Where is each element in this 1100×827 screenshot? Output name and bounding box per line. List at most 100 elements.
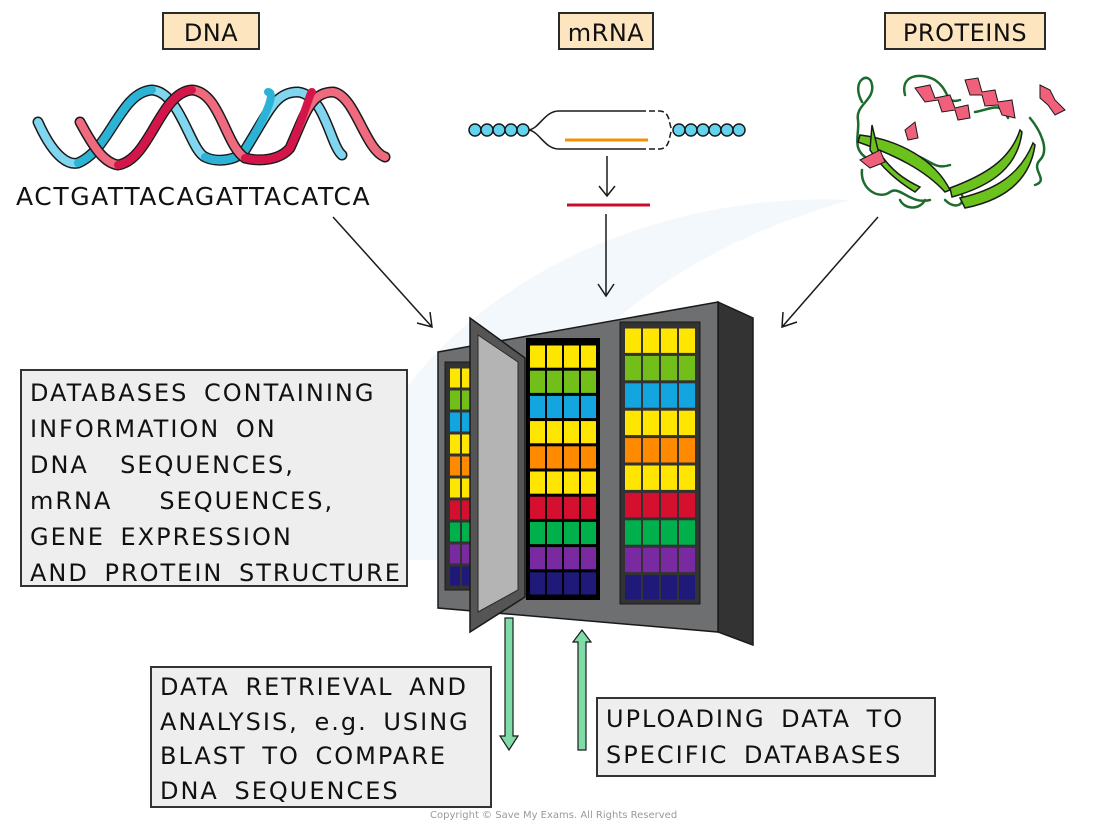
retrieval-note: DATA RETRIEVAL AND ANALYSIS, e.g. USING … [150, 666, 492, 808]
rack-cell [661, 410, 677, 436]
rack-cell [564, 521, 579, 545]
rack-cell [581, 421, 596, 444]
rack-cell [462, 478, 472, 498]
rack-cell [530, 572, 545, 595]
upload-arrow [571, 629, 593, 751]
rack-cell [547, 521, 562, 545]
dna-label: DNA [162, 12, 260, 50]
dna-arrow [332, 216, 433, 328]
rack-cell [625, 547, 641, 573]
dna-sequence: ACTGATTACAGATTACATCA [16, 182, 372, 211]
rack-cell [450, 566, 460, 586]
rack-cell [547, 345, 562, 368]
rack-cell [625, 520, 641, 545]
rack-cell [547, 547, 562, 570]
rack-cell [679, 438, 695, 463]
rack-cell [643, 383, 659, 408]
rack-cell [625, 492, 641, 518]
rack-cell [547, 395, 562, 419]
rack-cell [450, 500, 460, 520]
rack-cell [450, 434, 460, 454]
rack-cell [530, 395, 545, 419]
rack-cell [661, 492, 677, 518]
rack-cell [564, 345, 579, 368]
rack-cell [625, 575, 641, 600]
rack-cell [547, 471, 562, 494]
rack-cell [661, 355, 677, 381]
rack-cell [679, 328, 695, 353]
rack-cell [625, 438, 641, 463]
rack-cell [547, 370, 562, 393]
rack-cell [581, 496, 596, 519]
rack-cell [679, 520, 695, 545]
rack-cell [679, 547, 695, 573]
rack-cell [462, 390, 472, 410]
rack-cell [547, 572, 562, 595]
rack-cell [581, 521, 596, 545]
rack-cell [547, 446, 562, 469]
rack-cell [530, 345, 545, 368]
rack-cell [530, 446, 545, 469]
rack-cell [564, 572, 579, 595]
rack-cell [581, 345, 596, 368]
rack-cell [462, 522, 472, 542]
mrna-label: mRNA [558, 12, 654, 50]
retrieval-arrow [498, 617, 520, 752]
rack-cell [625, 328, 641, 353]
rack-cell [564, 370, 579, 393]
rack-cell [581, 547, 596, 570]
rack-cell [450, 544, 460, 564]
rack-cell [564, 496, 579, 519]
rack-cell [661, 575, 677, 600]
rack-cell [564, 446, 579, 469]
rack-cell [581, 395, 596, 419]
rack-cell [643, 492, 659, 518]
proteins-label: PROTEINS [884, 12, 1046, 50]
rack-cell [643, 410, 659, 436]
rack-cell [462, 566, 472, 586]
rack-cell [661, 328, 677, 353]
rack-cell [661, 438, 677, 463]
rack-cell [661, 383, 677, 408]
rack-cell [625, 383, 641, 408]
rack-cell [581, 471, 596, 494]
rack-cell [679, 492, 695, 518]
rack-cell [450, 412, 460, 432]
rack-cell [564, 421, 579, 444]
rack-cell [581, 370, 596, 393]
rack-cell [625, 355, 641, 381]
rack-cell [564, 471, 579, 494]
rack-cell [462, 500, 472, 520]
rack-cell [679, 465, 695, 490]
rack-cell [450, 522, 460, 542]
rack-cell [564, 547, 579, 570]
rack-cell [643, 465, 659, 490]
rack-cell [530, 421, 545, 444]
rack-cell [530, 547, 545, 570]
rack-cell [450, 368, 460, 388]
rack-cell [679, 355, 695, 381]
rack-cell [643, 520, 659, 545]
databases-note: DATABASES CONTAINING INFORMATION ON DNA … [20, 369, 408, 587]
rack-cell [679, 383, 695, 408]
rack-cell [661, 520, 677, 545]
rack-cell [530, 521, 545, 545]
rack-cell [530, 471, 545, 494]
rack-cell [643, 438, 659, 463]
rack-cell [643, 355, 659, 381]
rack-cell [450, 478, 460, 498]
protein-arrow [781, 216, 879, 328]
rack-cell [643, 328, 659, 353]
rack-cell [564, 395, 579, 419]
rack-cell [679, 575, 695, 600]
copyright-text: Copyright © Save My Exams. All Rights Re… [430, 810, 678, 821]
rack-cell [581, 572, 596, 595]
rack-cell [547, 496, 562, 519]
rack-cell [643, 547, 659, 573]
